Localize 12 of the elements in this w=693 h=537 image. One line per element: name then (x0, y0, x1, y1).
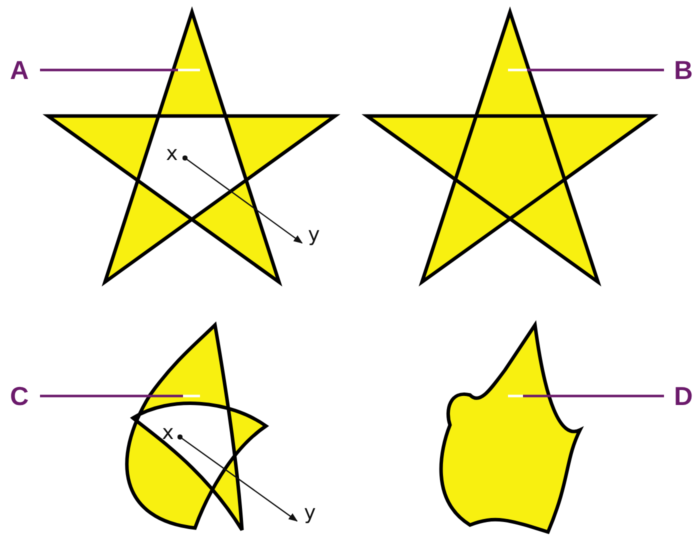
point-label: x (162, 422, 174, 442)
leader-line (508, 68, 664, 72)
leader-line (40, 394, 200, 398)
shape-letter: D (674, 383, 693, 409)
point-label: x (166, 143, 178, 163)
point-label: y (308, 224, 320, 244)
leader-line (508, 394, 664, 398)
leader-line (40, 68, 200, 72)
shape-letter: A (10, 57, 29, 83)
shape-letter: B (674, 57, 693, 83)
point-label: y (304, 502, 316, 522)
shape-letter: C (10, 383, 29, 409)
